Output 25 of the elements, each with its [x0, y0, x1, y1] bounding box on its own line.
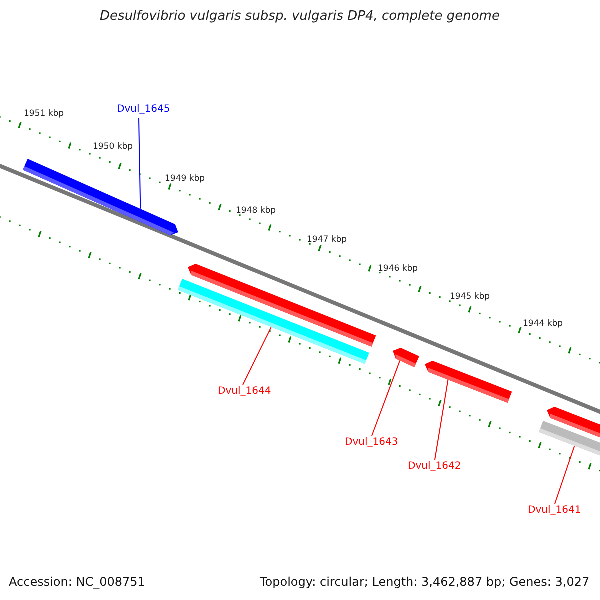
- scale-label: 1944 kbp: [523, 319, 564, 329]
- genome-info-text: Topology: circular; Length: 3,462,887 bp; Genes: 3,027: [260, 575, 590, 589]
- gene-label: Dvul_1642: [408, 461, 462, 472]
- leader-line: [138, 118, 142, 210]
- scale-label: 1946 kbp: [378, 264, 418, 274]
- accession-text: Accession: NC_008751: [9, 575, 146, 589]
- gene-label: Dvul_1641: [528, 505, 582, 516]
- scale-label: 1950 kbp: [93, 142, 134, 152]
- gene-label: Dvul_1645: [117, 104, 170, 115]
- gene-label: Dvul_1643: [345, 437, 398, 448]
- leader-line: [372, 360, 401, 436]
- gene-feature-block: [178, 279, 370, 365]
- leader-line: [242, 327, 272, 386]
- title: Desulfovibrio vulgaris subsp. vulgaris DP4, complete genome: [99, 9, 501, 24]
- scale-label: 1948 kbp: [236, 206, 276, 216]
- scale-label: 1951 kbp: [24, 109, 64, 119]
- gene-feature: [393, 348, 420, 368]
- scale-label: 1945 kbp: [450, 292, 490, 302]
- gene-feature: [425, 360, 512, 403]
- leader-line: [434, 379, 449, 460]
- gene-feature-block: [538, 421, 600, 458]
- leader-line: [554, 446, 576, 504]
- scale-label: 1947 kbp: [307, 235, 348, 245]
- scale-label: 1949 kbp: [165, 174, 206, 184]
- gene-label: Dvul_1644: [218, 386, 272, 397]
